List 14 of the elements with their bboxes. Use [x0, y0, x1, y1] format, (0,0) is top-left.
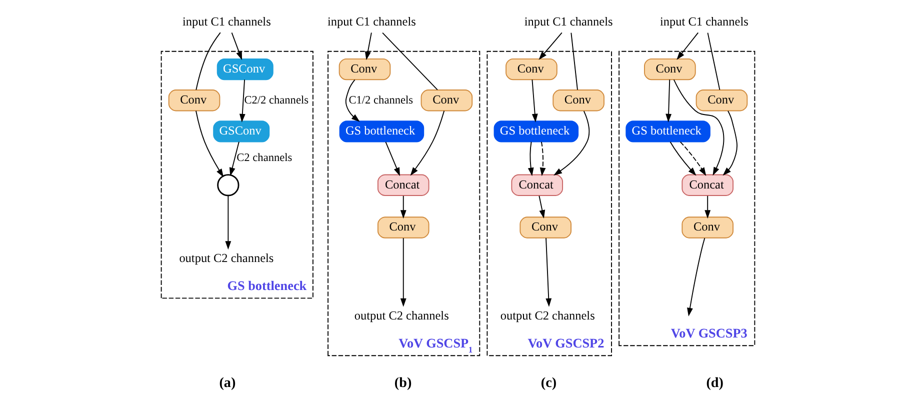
edge-label: C1/2 channels [348, 94, 414, 106]
node-text: input C1 channels [328, 14, 416, 28]
label: (c) [540, 375, 557, 392]
label: (b) [394, 375, 412, 392]
node-text: output C2 channels [179, 250, 274, 265]
edge-label: C2 channels [236, 152, 292, 164]
node-text: output C2 channels [500, 308, 595, 322]
node-text: input C1 channels [182, 14, 271, 28]
edge-label: C2/2 channels [244, 94, 309, 106]
node-text: input C1 channels [524, 14, 613, 28]
node-text: input C1 channels [660, 14, 748, 28]
label: (d) [706, 375, 724, 392]
node-text: output C2 channels [354, 308, 449, 322]
label: (a) [219, 375, 236, 392]
